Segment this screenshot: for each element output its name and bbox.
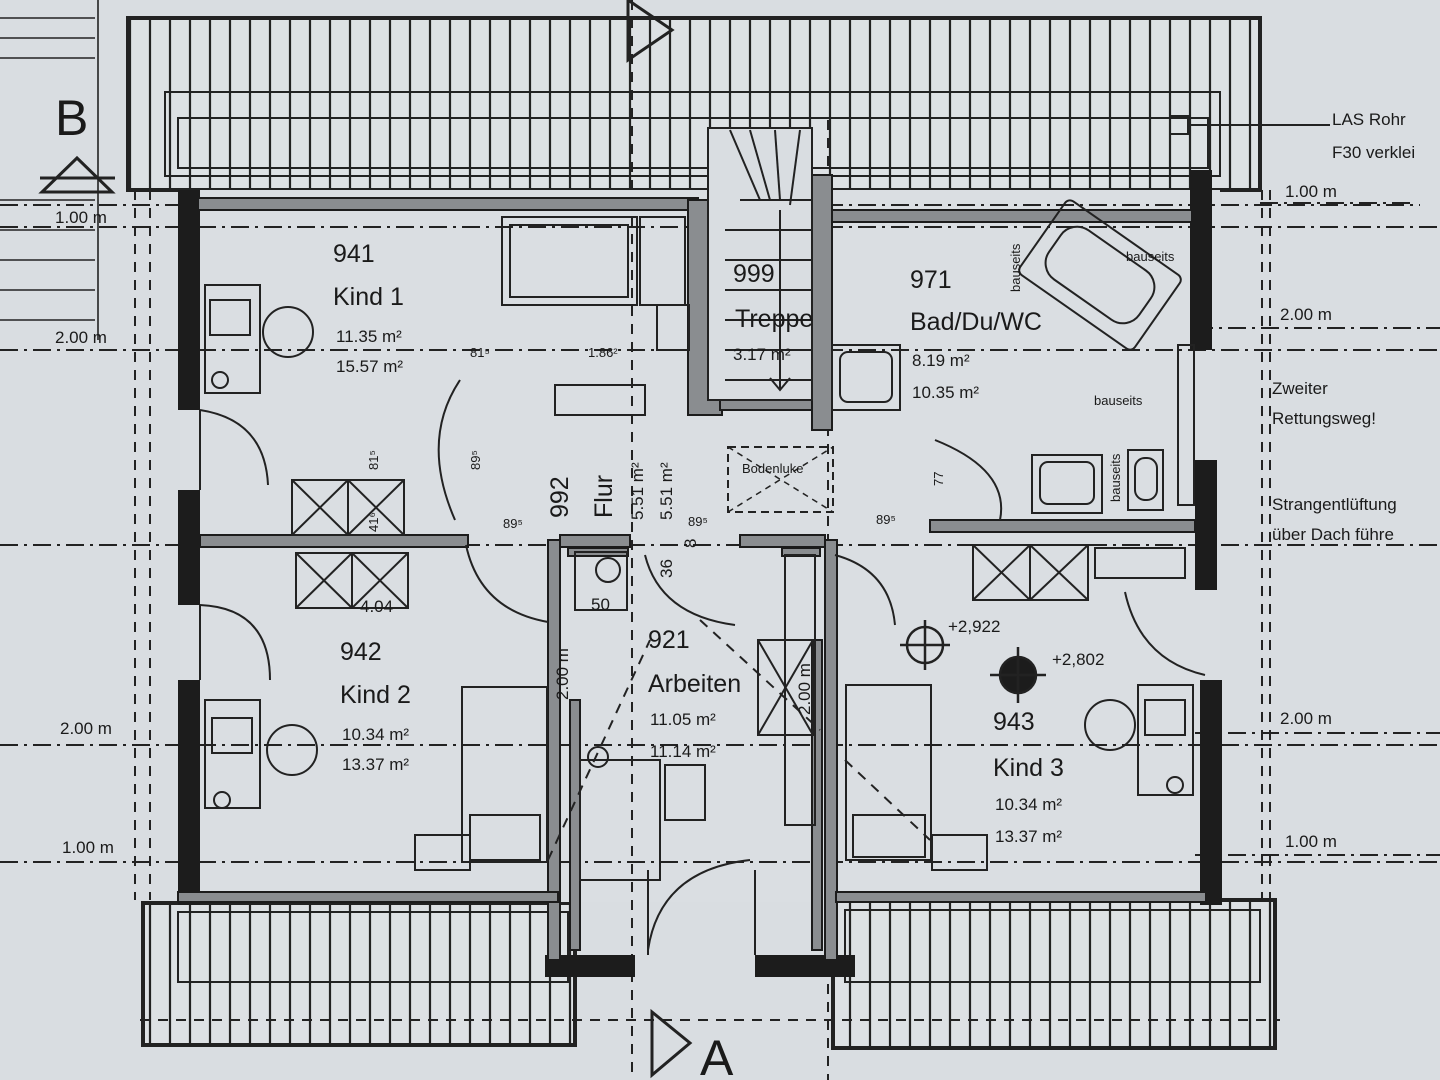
dim-895-1: 89⁵: [503, 516, 523, 531]
level-labels: +2,922 +2,802: [948, 617, 1104, 669]
dim-815: 81⁵: [470, 345, 490, 360]
level-label-1: +2,922: [948, 617, 1000, 636]
dim-895-vert: 89⁵: [468, 450, 483, 470]
note-strang: Strangentlüftung: [1272, 495, 1397, 514]
room-area-gross: 13.37 m²: [342, 755, 409, 774]
room-area-gross: 15.57 m²: [336, 357, 403, 376]
side-notes: LAS Rohr F30 verklei Zweiter Rettungsweg…: [1272, 110, 1415, 544]
height-label-left-3: 2.00 m: [60, 719, 112, 738]
height-label-arbeiten-2: 2.00 m: [795, 663, 814, 715]
height-label-right-2: 2.00 m: [1280, 305, 1332, 324]
height-label-left-2: 2.00 m: [55, 328, 107, 347]
dim-416: 41⁶: [366, 512, 381, 532]
staircase: [707, 127, 813, 401]
bauseits-label-2: bauseits: [1008, 243, 1023, 292]
room-area-net: 11.05 m²: [650, 710, 716, 729]
dim-815-vert: 81⁵: [366, 450, 381, 470]
room-area-gross: 10.35 m²: [912, 383, 979, 402]
room-name: Kind 3: [993, 754, 1064, 782]
section-b-arrow: [38, 155, 116, 194]
room-number: 971: [910, 266, 952, 294]
note-rettungsweg: Rettungsweg!: [1272, 409, 1376, 428]
height-label-right-1: 1.00 m: [1285, 182, 1337, 201]
room-kind1: 941 Kind 1 11.35 m² 15.57 m²: [333, 240, 404, 376]
note-las-rohr: LAS Rohr: [1332, 110, 1406, 129]
dimension-labels: 81⁵ 1.86² 89⁵ 89⁵ 89⁵ 89⁵ 81⁵ 41⁶ 4.04 7…: [360, 345, 946, 616]
dim-895-2: 89⁵: [688, 514, 708, 529]
dim-404: 4.04: [360, 597, 393, 616]
room-number: 942: [340, 638, 382, 666]
fixture-labels: Bodenluke bauseits bauseits bauseits bau…: [591, 243, 1175, 614]
attic-hatch-label: Bodenluke: [742, 461, 803, 476]
desks-chairs: [204, 284, 1194, 881]
bauseits-label-1: bauseits: [1126, 249, 1175, 264]
room-number: 941: [333, 240, 375, 268]
level-markers: [900, 620, 1046, 703]
room-area-gross: 13.37 m²: [995, 827, 1062, 846]
room-area-net: 3.17 m²: [733, 345, 791, 364]
room-name: Treppe: [735, 305, 813, 333]
height-label-right-3: 2.00 m: [1280, 709, 1332, 728]
height-labels: 1.00 m 2.00 m 2.00 m 1.00 m 1.00 m 2.00 …: [55, 182, 1337, 857]
washer-width-label: 50: [591, 595, 610, 614]
section-a-label: A: [700, 1030, 734, 1080]
roof-bottom-left: [141, 901, 577, 1047]
roof-bottom-right: [831, 898, 1277, 1050]
note-ueber-dach: über Dach führe: [1272, 525, 1394, 544]
room-area-net: 11.35 m²: [336, 327, 402, 346]
level-label-2: +2,802: [1052, 650, 1104, 669]
height-label-left-4: 1.00 m: [62, 838, 114, 857]
section-a-arrow: [626, 0, 693, 1079]
dim-895-3: 89⁵: [876, 512, 896, 527]
height-label-right-4: 1.00 m: [1285, 832, 1337, 851]
roof-top: [126, 16, 1262, 192]
dim-8: 8: [681, 539, 700, 548]
attic-hatch: [727, 446, 834, 513]
dim-1862: 1.86²: [588, 345, 618, 360]
room-name: Kind 1: [333, 283, 404, 311]
room-area-gross: 5.51 m²: [657, 462, 676, 520]
room-area-net: 5.51 m²: [628, 462, 647, 520]
room-name: Flur: [590, 475, 618, 518]
room-number: 992: [546, 476, 574, 518]
room-area-net: 8.19 m²: [912, 351, 970, 370]
note-f30: F30 verklei: [1332, 143, 1415, 162]
room-name: Bad/Du/WC: [910, 308, 1042, 336]
washing-machine: [574, 551, 628, 611]
dim-77: 77: [931, 472, 946, 486]
dim-36: 36: [657, 559, 676, 578]
room-treppe: 999 Treppe 3.17 m²: [733, 260, 813, 364]
bauseits-label-4: bauseits: [1108, 453, 1123, 502]
bath-fixtures: [831, 199, 1195, 579]
height-label-left-1: 1.00 m: [55, 208, 107, 227]
room-area-gross: 11.14 m²: [650, 742, 716, 761]
room-number: 999: [733, 260, 775, 288]
section-labels: B A: [55, 90, 734, 1080]
room-flur: 992 Flur 5.51 m² 5.51 m²: [546, 462, 676, 520]
note-zweiter: Zweiter: [1272, 379, 1328, 398]
wardrobes: [291, 384, 1089, 826]
height-label-arbeiten-1: 2.00 m: [553, 648, 572, 700]
room-arbeiten: 921 Arbeiten 11.05 m² 11.14 m²: [648, 626, 741, 761]
room-area-net: 10.34 m²: [995, 795, 1062, 814]
section-b-label: B: [55, 90, 88, 146]
room-kind3: 943 Kind 3 10.34 m² 13.37 m²: [993, 708, 1064, 846]
room-number: 921: [648, 626, 690, 654]
doors: [199, 379, 1206, 955]
room-area-net: 10.34 m²: [342, 725, 409, 744]
outer-walls: [178, 170, 1222, 977]
bauseits-label-3: bauseits: [1094, 393, 1143, 408]
room-bad: 971 Bad/Du/WC 8.19 m² 10.35 m²: [910, 266, 1042, 402]
room-number: 943: [993, 708, 1035, 736]
room-name: Arbeiten: [648, 670, 741, 698]
room-kind2: 942 Kind 2 10.34 m² 13.37 m²: [340, 638, 411, 774]
room-name: Kind 2: [340, 681, 411, 709]
left-hatch-lines: [0, 0, 99, 340]
